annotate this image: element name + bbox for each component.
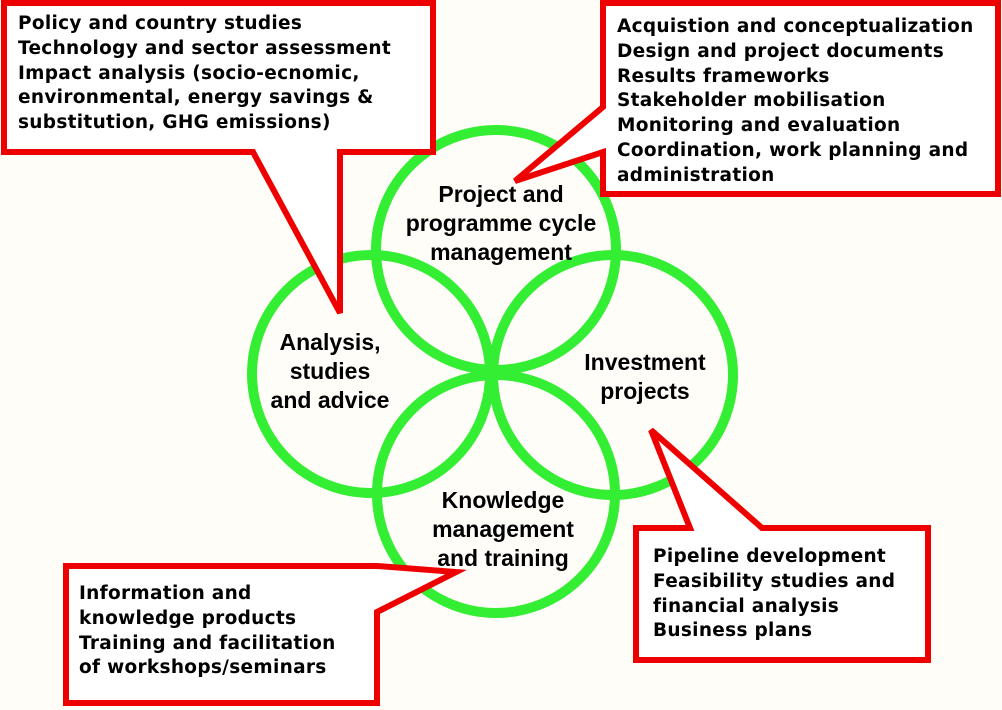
callout-line: Monitoring and evaluation <box>617 115 901 137</box>
circle-label-line: Project and <box>438 181 564 207</box>
circle-label-line: management <box>430 239 572 265</box>
circle-label-line: studies <box>289 358 371 384</box>
circle-label-line: programme cycle <box>405 210 597 236</box>
circle-label-line: projects <box>600 378 690 404</box>
callout-line: Information and <box>79 583 252 604</box>
callout-line: knowledge products <box>79 607 297 629</box>
callout-line: Technology and sector assessment <box>18 37 392 59</box>
callout-line: financial analysis <box>653 595 840 617</box>
callout-line: environmental, energy savings & <box>18 87 374 109</box>
callout-line: Policy and country studies <box>18 13 303 34</box>
circle-label-line: management <box>432 516 574 542</box>
circle-label-line: Analysis, <box>279 329 381 355</box>
callout-top-left-box <box>1 0 436 315</box>
circle-label-analysis: Analysis, studies and advice <box>255 328 405 415</box>
callout-line: Pipeline development <box>653 546 887 567</box>
callout-line: Feasibility studies and <box>653 570 896 592</box>
circle-label-line: Investment <box>584 349 706 375</box>
callout-line: Business plans <box>653 620 813 642</box>
circle-label-knowledge: Knowledge management and training <box>408 486 598 573</box>
circle-label-line: Knowledge <box>441 487 565 513</box>
callout-bottom-right-text: Pipeline development Feasibility studies… <box>653 545 895 644</box>
circle-label-line: and training <box>437 545 569 571</box>
callout-top-right-box <box>513 0 1001 197</box>
callout-top-left-text: Policy and country studies Technology an… <box>18 12 391 136</box>
callout-line: substitution, GHG emissions) <box>18 112 331 134</box>
circle-label-line: and advice <box>270 387 390 413</box>
callout-line: Results frameworks <box>617 65 830 87</box>
callout-bottom-left-text: Information and knowledge products Train… <box>79 582 336 681</box>
callout-line: of workshops/seminars <box>79 657 327 679</box>
callout-line: Stakeholder mobilisation <box>617 90 886 112</box>
circle-label-investment: Investment projects <box>565 348 725 406</box>
callout-line: Design and project documents <box>617 40 945 62</box>
callout-line: Impact analysis (socio-ecnomic, <box>18 62 360 84</box>
circle-knowledge <box>372 370 620 618</box>
callout-line: Training and facilitation <box>79 632 336 654</box>
callout-line: Coordination, work planning and <box>617 139 969 161</box>
callout-bottom-right-box <box>633 427 931 663</box>
circle-label-project-cycle: Project and programme cycle management <box>386 180 616 267</box>
callout-bottom-left-box <box>63 563 467 706</box>
callout-line: administration <box>617 164 775 186</box>
callout-top-right-text: Acquistion and conceptualization Design … <box>617 15 974 189</box>
callout-line: Acquistion and conceptualization <box>617 16 974 37</box>
